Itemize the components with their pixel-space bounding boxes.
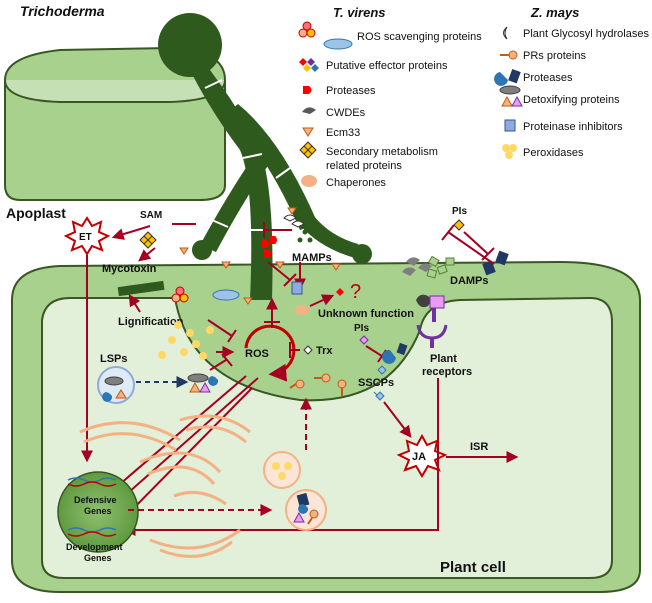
ros-scavengers-apoplast (171, 286, 240, 303)
chaperone-apoplast (295, 305, 309, 315)
plant-protease-apoplast (482, 250, 509, 276)
sscp-diamond-icon (377, 365, 387, 375)
ros-label: ROS (245, 348, 269, 360)
defensive-genes-label-1: Defensive (74, 495, 117, 505)
mycotoxin-label: Mycotoxin (102, 263, 157, 275)
proteinase-inhibitor-icon (504, 119, 516, 132)
trx-label: Trx (316, 345, 333, 357)
legend-cwdes: CWDEs (326, 107, 366, 119)
protease-icon (303, 86, 312, 94)
apoplast-pi-square (291, 281, 303, 295)
effector-diamond-icon (336, 288, 344, 296)
legend-tvirens: ROS scavenging proteins Putative effecto… (298, 21, 482, 189)
title-zmays: Z. mays (530, 5, 579, 20)
legend-proteinase-inhibitors: Proteinase inhibitors (523, 121, 623, 133)
isr-label: ISR (470, 441, 488, 453)
ros-cycle-arrow (244, 324, 296, 382)
sam-diamond-icon (139, 231, 157, 249)
sscps-label: SSCPs (358, 377, 394, 389)
legend-ros-scavenging: ROS scavenging proteins (357, 31, 482, 43)
lsps-label: LSPs (100, 353, 128, 365)
pi-diamond-icon (453, 219, 465, 231)
detoxifying-icon (499, 85, 523, 107)
apoplast-label: Apoplast (6, 205, 66, 221)
sscps-to-ja-arrow (383, 401, 412, 438)
pi-inner-inhibit (365, 345, 383, 357)
lsps-secreted-group (187, 373, 219, 393)
receptor-cup-icon (416, 324, 448, 348)
plant-receptor-icon (416, 294, 445, 322)
pis-top-label: PIs (452, 206, 467, 217)
lignin-bar (117, 280, 165, 297)
pi-inner-diamond (359, 335, 369, 345)
trichoderma-hypha (158, 13, 372, 300)
nucleus (57, 471, 139, 553)
receptor-to-genes-arrow (123, 378, 439, 536)
development-genes-label-2: Genes (84, 553, 112, 563)
legend-proteases-tv: Proteases (326, 85, 376, 97)
legend-zmays: Plant Glycosyl hydrolases PRs proteins P… (494, 26, 649, 159)
sam-to-et-arrow (111, 225, 151, 240)
glycosyl-hydrolase-icon (503, 26, 508, 40)
ecm33-triangles (179, 207, 341, 305)
lignification-arrow (128, 293, 141, 313)
peroxidase-icon (502, 144, 517, 159)
pr-proteins-cyto (289, 373, 347, 396)
legend-effector: Putative effector proteins (326, 60, 448, 72)
chaperone-arrow (309, 294, 335, 307)
ja-burst (396, 433, 448, 478)
fungal-proteases (262, 236, 277, 258)
legend-detoxifying: Detoxifying proteins (523, 94, 620, 106)
protease-to-damps-line (447, 231, 495, 265)
protease-inhibit-line (267, 261, 291, 281)
title-tvirens: T. virens (333, 5, 386, 20)
plant-receptors-label-2: receptors (422, 366, 472, 378)
et-burst (63, 216, 111, 256)
trx-diamond-icon (303, 345, 313, 355)
pr-protein-icon (500, 50, 518, 60)
golgi-apparatus (79, 414, 251, 558)
peroxidase-dots (158, 321, 214, 360)
secondary-metabolism-icon (299, 141, 317, 159)
mamps-label: MAMPs (292, 252, 332, 264)
legend-ecm33: Ecm33 (326, 127, 360, 139)
legend-proteases-zm: Proteases (523, 72, 573, 84)
legend-secondary-metabolism-2: related proteins (326, 160, 402, 172)
ecm33-icon (302, 127, 314, 137)
cwde-icon (302, 107, 316, 114)
damps-cluster (402, 255, 455, 279)
pi-inhibit-line (463, 231, 489, 255)
damps-label: DAMPs (450, 275, 489, 287)
pis-inner-label: PIs (354, 323, 369, 334)
inner-protease-square (396, 342, 408, 356)
sam-to-mycotoxin-arrow (138, 247, 156, 262)
lignification-label: Lignification (118, 316, 184, 328)
unknown-function-label: Unknown function (318, 308, 414, 320)
title-trichoderma: Trichoderma (20, 3, 105, 19)
scavenger-inhibit-ros-1 (207, 319, 233, 337)
ros-scavenging-icon (298, 21, 316, 38)
legend-peroxidases: Peroxidases (523, 147, 584, 159)
question-mark: ? (350, 281, 361, 303)
mamps-cluster (283, 214, 325, 243)
defensive-genes-label-2: Genes (84, 506, 112, 516)
effector-icon (299, 58, 319, 72)
ja-label: JA (412, 451, 426, 463)
et-label: ET (79, 232, 92, 243)
plant-protease-icon (494, 68, 521, 86)
plant-cell-label: Plant cell (440, 559, 506, 576)
development-genes-label-1: Development (66, 542, 123, 552)
legend-prs: PRs proteins (523, 50, 586, 62)
legend-chaperones: Chaperones (326, 177, 386, 189)
ros-scavenging-ellipse-icon (323, 38, 353, 50)
plant-receptors-label-1: Plant (430, 353, 457, 365)
chaperone-icon (301, 175, 317, 187)
legend-secondary-metabolism: Secondary metabolism (326, 146, 438, 158)
inner-protease-pac (382, 349, 396, 364)
peroxidase-vesicle (263, 451, 301, 489)
legend-glycosyl-hydrolases: Plant Glycosyl hydrolases (523, 28, 649, 40)
sam-label: SAM (140, 210, 162, 221)
